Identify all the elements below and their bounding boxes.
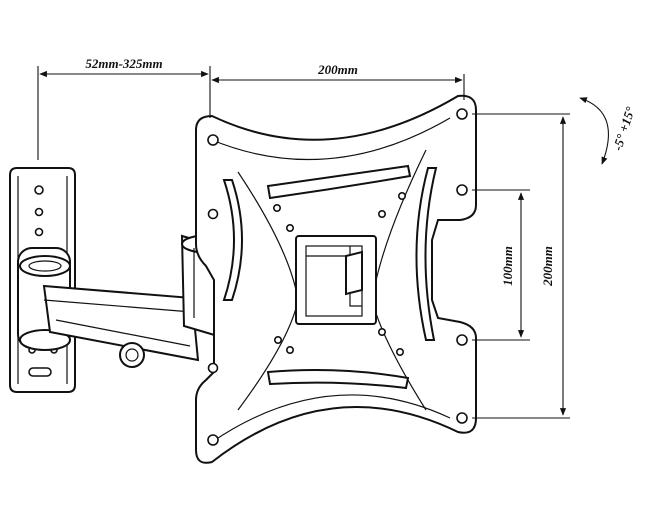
arm-extension-label: 52mm-325mm (85, 56, 162, 71)
dimension-arm-extension: 52mm-325mm (37, 56, 211, 160)
dimension-vertical-inner: 100mm (472, 189, 530, 341)
vesa-plate (195, 94, 477, 464)
tilt-indicator: -5° +15° (579, 97, 638, 165)
vertical-outer-label: 200mm (540, 246, 555, 287)
top-width-label: 200mm (317, 62, 358, 77)
dimension-vertical-outer: 200mm (472, 113, 570, 419)
vertical-inner-label: 100mm (500, 246, 515, 286)
dimension-top-width: 200mm (211, 62, 465, 100)
tilt-label: -5° +15° (610, 104, 638, 152)
